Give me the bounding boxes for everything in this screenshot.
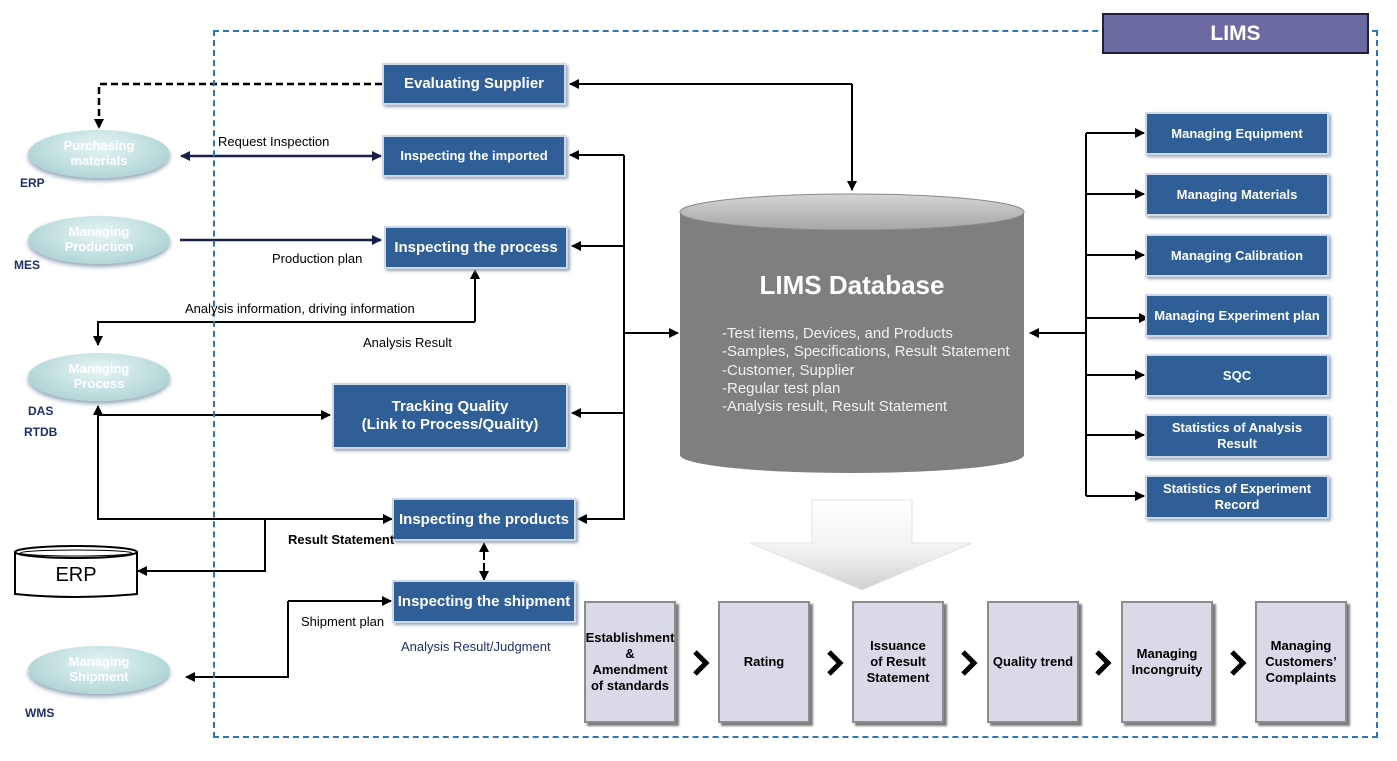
managing-materials-box: Managing Materials bbox=[1145, 173, 1329, 216]
step-chevron-icon bbox=[1095, 650, 1112, 676]
step-chevron-icon bbox=[961, 650, 978, 676]
purchasing-materials-oval: Purchasing materials bbox=[28, 130, 170, 178]
managing-production-oval: Managing Production bbox=[28, 216, 170, 264]
analysis-result-judgment-label: Analysis Result/Judgment bbox=[401, 639, 551, 654]
erp-system-label: ERP bbox=[20, 176, 45, 190]
database-item: -Analysis result, Result Statement bbox=[722, 398, 948, 416]
database-item: -Customer, Supplier bbox=[722, 361, 855, 379]
evaluating-supplier-box: Evaluating Supplier bbox=[382, 63, 566, 105]
erp-storage-shape bbox=[14, 545, 138, 598]
inspecting-process-box: Inspecting the process bbox=[384, 226, 568, 269]
shipment-plan-label: Shipment plan bbox=[301, 614, 385, 629]
database-title: LIMS Database bbox=[759, 270, 945, 300]
statistics-analysis-result-box: Statistics of Analysis Result bbox=[1145, 414, 1329, 458]
database-item: -Samples, Specifications, Result Stateme… bbox=[722, 343, 1010, 361]
wms-system-label: WMS bbox=[25, 706, 55, 720]
lims-boundary bbox=[213, 30, 1378, 738]
step-chevron-icon bbox=[827, 650, 844, 676]
step-quality-trend: Quality trend bbox=[987, 601, 1079, 723]
erp-storage-label: ERP bbox=[55, 564, 97, 586]
lims-database-cylinder bbox=[679, 193, 1025, 473]
production-plan-label: Production plan bbox=[272, 251, 363, 266]
step-chevron-icon bbox=[1230, 650, 1247, 676]
inspecting-shipment-box: Inspecting the shipment bbox=[392, 580, 576, 623]
step-managing-incongruity: Managing Incongruity bbox=[1121, 601, 1213, 723]
step-issuance: Issuance of Result Statement bbox=[852, 601, 944, 723]
analysis-result-label: Analysis Result bbox=[363, 335, 452, 350]
managing-equipment-box: Managing Equipment bbox=[1145, 112, 1329, 155]
request-inspection-label: Request Inspection bbox=[218, 134, 330, 149]
inspecting-imported-box: Inspecting the imported bbox=[382, 135, 566, 177]
managing-experiment-plan-box: Managing Experiment plan bbox=[1145, 294, 1329, 337]
managing-calibration-box: Managing Calibration bbox=[1145, 234, 1329, 277]
managing-shipment-oval: Managing Shipment bbox=[28, 646, 170, 694]
rtdb-system-label: RTDB bbox=[24, 425, 58, 439]
step-managing-complaints: Managing Customers’ Complaints bbox=[1255, 601, 1347, 723]
step-chevron-icon bbox=[693, 650, 710, 676]
step-establishment: Establishment & Amendment of standards bbox=[584, 601, 676, 723]
tracking-quality-box: Tracking Quality (Link to Process/Qualit… bbox=[332, 383, 568, 449]
statistics-experiment-record-box: Statistics of Experiment Record bbox=[1145, 475, 1329, 519]
managing-process-oval: Managing Process bbox=[28, 353, 170, 401]
inspecting-products-box: Inspecting the products bbox=[392, 498, 576, 541]
big-down-arrow bbox=[749, 499, 973, 591]
lims-title: LIMS bbox=[1102, 13, 1369, 54]
sqc-box: SQC bbox=[1145, 354, 1329, 397]
database-items: -Test items, Devices, and Products -Samp… bbox=[722, 325, 1010, 416]
lims-database: LIMS Database -Test items, Devices, and … bbox=[680, 270, 1024, 430]
result-statement-label: Result Statement bbox=[288, 532, 395, 547]
database-item: -Regular test plan bbox=[722, 379, 841, 397]
analysis-information-label: Analysis information, driving informatio… bbox=[185, 301, 415, 316]
das-system-label: DAS bbox=[28, 404, 54, 418]
step-rating: Rating bbox=[718, 601, 810, 723]
mes-system-label: MES bbox=[14, 258, 41, 272]
database-item: -Test items, Devices, and Products bbox=[722, 325, 953, 342]
